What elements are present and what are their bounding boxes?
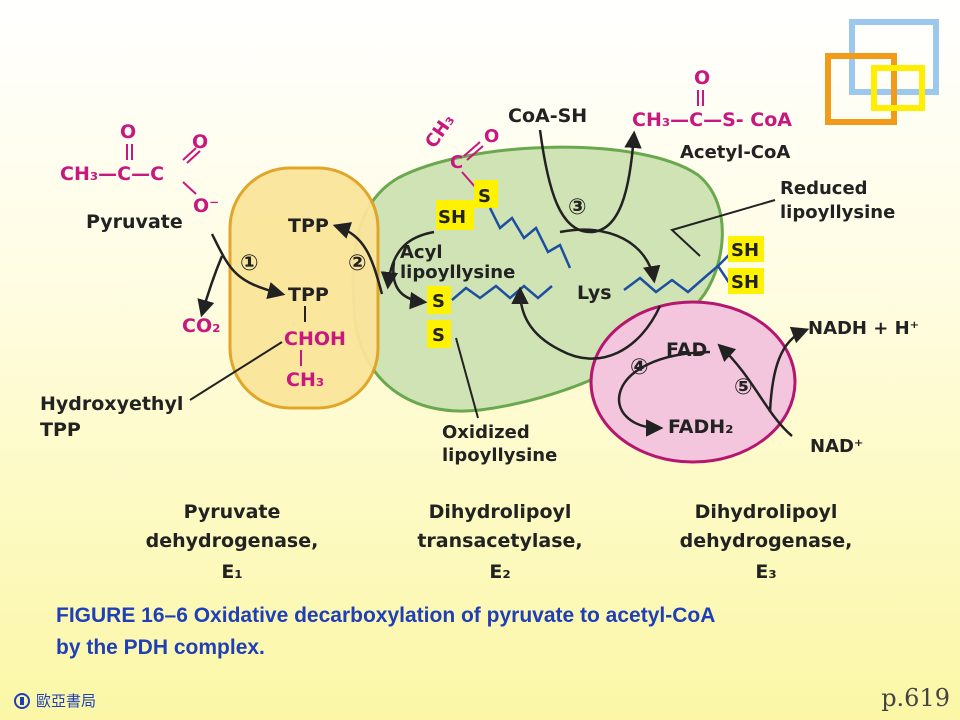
svg-text:NAD⁺: NAD⁺ bbox=[810, 436, 863, 457]
step-3-label: ③ bbox=[568, 195, 587, 220]
svg-text:transacetylase,: transacetylase, bbox=[417, 530, 582, 552]
svg-text:Oxidized: Oxidized bbox=[442, 422, 530, 443]
publisher-name: 歐亞書局 bbox=[36, 692, 97, 710]
caption-line-2: by the PDH complex. bbox=[56, 636, 265, 659]
svg-text:CoA-SH: CoA-SH bbox=[508, 105, 587, 127]
svg-text:E₁: E₁ bbox=[221, 561, 242, 583]
svg-text:Dihydrolipoyl: Dihydrolipoyl bbox=[429, 501, 572, 523]
svg-text:O⁻: O⁻ bbox=[193, 195, 219, 217]
reaction-arrows bbox=[197, 129, 810, 437]
svg-text:lipoyllysine: lipoyllysine bbox=[442, 445, 557, 466]
co2-label: CO₂ bbox=[182, 315, 220, 337]
svg-text:dehydrogenase,: dehydrogenase, bbox=[146, 530, 319, 552]
svg-text:TPP: TPP bbox=[288, 215, 329, 237]
enzyme-label-e2: Dihydrolipoyl transacetylase, E₂ bbox=[417, 501, 582, 583]
svg-text:O: O bbox=[192, 131, 208, 153]
svg-text:CH₃—C—C: CH₃—C—C bbox=[60, 163, 164, 185]
svg-text:CH₃: CH₃ bbox=[286, 369, 324, 391]
step-2-label: ② bbox=[348, 251, 367, 276]
svg-text:dehydrogenase,: dehydrogenase, bbox=[680, 530, 853, 552]
svg-text:Hydroxyethyl: Hydroxyethyl bbox=[40, 393, 183, 415]
step-5-label: ⑤ bbox=[734, 375, 753, 400]
svg-text:lipoyllysine: lipoyllysine bbox=[400, 262, 515, 283]
pyruvate-molecule: O O CH₃—C—C O⁻ Pyruvate bbox=[60, 121, 219, 233]
svg-text:SH: SH bbox=[731, 272, 759, 293]
svg-text:O: O bbox=[120, 121, 136, 143]
enzyme-label-e1: Pyruvate dehydrogenase, E₁ bbox=[146, 501, 319, 583]
svg-text:Acyl: Acyl bbox=[400, 242, 443, 263]
svg-text:Pyruvate: Pyruvate bbox=[184, 501, 281, 523]
svg-text:E₃: E₃ bbox=[755, 561, 776, 583]
hydroxyethyl-tpp-label: Hydroxyethyl TPP bbox=[40, 341, 283, 441]
svg-text:Reduced: Reduced bbox=[780, 178, 868, 199]
svg-text:SH: SH bbox=[731, 240, 759, 261]
svg-text:CH₃: CH₃ bbox=[421, 111, 459, 153]
oxidized-lipoyllysine: S S Oxidized lipoyllysine bbox=[427, 286, 557, 466]
caption-line-1: FIGURE 16–6 Oxidative decarboxylation of… bbox=[56, 604, 716, 627]
svg-text:TPP: TPP bbox=[288, 284, 329, 306]
page-number: p.619 bbox=[881, 684, 950, 712]
svg-text:TPP: TPP bbox=[40, 419, 81, 441]
figure-caption: FIGURE 16–6 Oxidative decarboxylation of… bbox=[56, 600, 916, 664]
e3-enzyme-region bbox=[589, 300, 797, 464]
lys-label: Lys bbox=[577, 282, 612, 304]
svg-text:O: O bbox=[694, 67, 710, 89]
step-4-label: ④ bbox=[630, 355, 649, 380]
svg-text:FADH₂: FADH₂ bbox=[668, 416, 734, 438]
step-1-label: ① bbox=[240, 251, 259, 276]
decorative-squares bbox=[825, 19, 939, 125]
publisher-logo-icon bbox=[14, 692, 30, 709]
publisher-mark: 歐亞書局 bbox=[14, 690, 96, 711]
svg-text:Acetyl-CoA: Acetyl-CoA bbox=[680, 142, 790, 163]
svg-text:SH: SH bbox=[438, 207, 466, 228]
svg-text:lipoyllysine: lipoyllysine bbox=[780, 202, 895, 223]
svg-text:S: S bbox=[478, 186, 491, 207]
enzyme-label-e3: Dihydrolipoyl dehydrogenase, E₃ bbox=[680, 501, 853, 583]
svg-text:FAD: FAD bbox=[666, 339, 707, 361]
svg-text:Dihydrolipoyl: Dihydrolipoyl bbox=[695, 501, 838, 523]
svg-text:S: S bbox=[432, 291, 445, 312]
svg-text:C: C bbox=[450, 152, 463, 173]
svg-text:S: S bbox=[432, 325, 445, 346]
pyruvate-label: Pyruvate bbox=[86, 211, 183, 233]
svg-text:O: O bbox=[484, 126, 499, 147]
svg-text:NADH + H⁺: NADH + H⁺ bbox=[808, 318, 919, 339]
svg-text:E₂: E₂ bbox=[489, 561, 510, 583]
e1-content: TPP TPP CHOH CH₃ ① ② bbox=[240, 215, 367, 391]
svg-text:CHOH: CHOH bbox=[284, 328, 346, 350]
reduced-lipoyllysine: Reduced lipoyllysine SH SH bbox=[670, 178, 895, 294]
acetyl-coa-molecule: CoA-SH O CH₃—C—S- CoA Acetyl-CoA bbox=[508, 67, 792, 163]
svg-text:CH₃—C—S- CoA: CH₃—C—S- CoA bbox=[632, 109, 792, 131]
lipoyl-chains bbox=[451, 207, 745, 301]
